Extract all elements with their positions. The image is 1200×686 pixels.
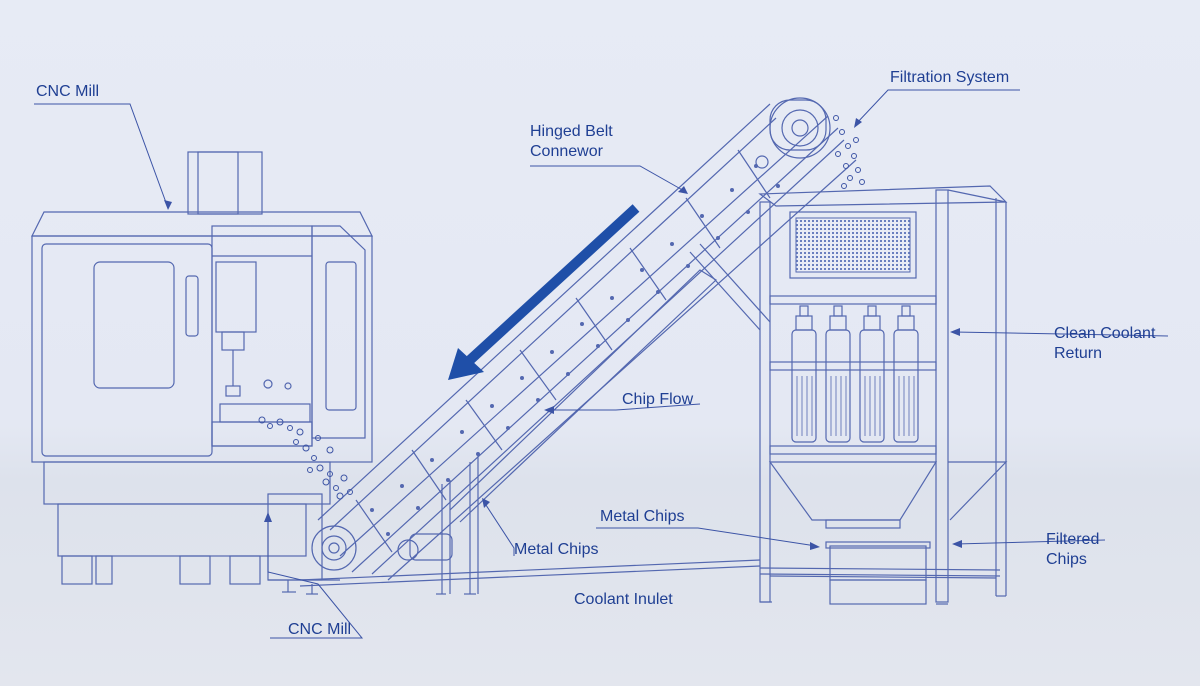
cnc-mill <box>31 151 373 585</box>
filter-panel-frame <box>789 211 917 279</box>
label-metal-chips-upper: Metal Chips <box>600 508 685 525</box>
chip-flow-arrow <box>448 204 640 380</box>
label-hinged-belt-line2: Connewor <box>530 143 603 160</box>
label-cnc-mill-bottom: CNC Mill <box>288 621 352 638</box>
label-clean-coolant-line1: Clean Coolant <box>1054 325 1156 342</box>
conveyor-tail-box <box>267 493 323 581</box>
shelf <box>769 295 937 305</box>
mill-door-window <box>93 261 175 389</box>
label-filtration-system: Filtration System <box>890 69 1010 86</box>
label-filtered-chips: Filtered Chips <box>1046 530 1099 570</box>
leader-arrowheads <box>164 118 962 550</box>
spindle-head-housing <box>187 151 263 215</box>
label-filtered-chips-line1: Filtered <box>1046 531 1100 548</box>
mill-cabinet <box>31 235 373 463</box>
mill-base <box>43 461 331 505</box>
label-clean-coolant-return: Clean Coolant Return <box>1054 324 1155 364</box>
side-window <box>325 261 357 411</box>
mesh-filter <box>795 217 911 273</box>
hinged-belt-conveyor <box>267 97 1001 595</box>
label-filtered-chips-line2: Chips <box>1046 551 1087 568</box>
label-cnc-mill-top: CNC Mill <box>36 83 100 100</box>
label-clean-coolant-line2: Return <box>1054 345 1103 362</box>
metal-chip-scatter <box>258 115 865 500</box>
filter-roof <box>758 185 1008 207</box>
machining-area <box>211 225 313 447</box>
label-chip-flow: Chip Flow <box>622 391 694 408</box>
mill-roof <box>31 211 373 237</box>
belt-rivets <box>370 164 780 536</box>
door-handle <box>185 275 199 337</box>
mill-plinth <box>57 503 307 557</box>
chip-hopper <box>768 461 938 521</box>
label-hinged-belt-conveyor: Hinged Belt Connewor <box>530 122 613 162</box>
leader-lines <box>34 89 1169 639</box>
filter-cartridges <box>791 305 919 443</box>
floor-rail <box>299 559 761 581</box>
spindle <box>215 261 257 333</box>
label-metal-chips-lower: Metal Chips <box>514 541 599 558</box>
drive-motor <box>409 533 453 561</box>
mill-foot <box>61 555 93 585</box>
tail-pulley <box>311 525 357 571</box>
frame-post <box>759 201 771 603</box>
label-coolant-inlet: Coolant Inulet <box>574 591 673 608</box>
label-hinged-belt-line1: Hinged Belt <box>530 123 613 140</box>
filtration-system <box>758 185 1008 605</box>
